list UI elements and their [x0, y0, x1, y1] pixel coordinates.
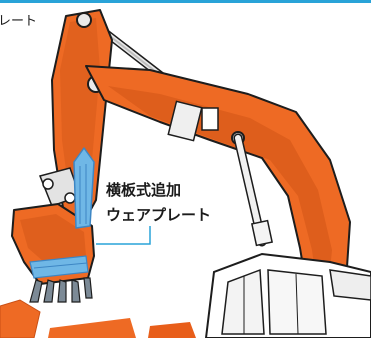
- bucket-teeth: [29, 277, 93, 303]
- bucket-wear-plates: [29, 255, 89, 279]
- callout-line-2: ウェアプレート: [106, 206, 212, 224]
- top-accent-rule: [0, 0, 371, 3]
- wear-plate-highlight: [73, 147, 95, 229]
- cut-off-label: レート: [0, 14, 38, 29]
- callout-line-1: 横板式追加: [106, 181, 182, 199]
- wear-plate-callout: 横板式追加 ウェアプレート: [106, 178, 211, 228]
- bucket-linkage: [38, 167, 81, 207]
- boom-cylinder: [233, 133, 274, 247]
- excavator-cab: [204, 252, 371, 338]
- callout-leader-line: [96, 226, 151, 245]
- bottom-left-equipment: [0, 299, 196, 338]
- excavator-bucket: [11, 203, 95, 303]
